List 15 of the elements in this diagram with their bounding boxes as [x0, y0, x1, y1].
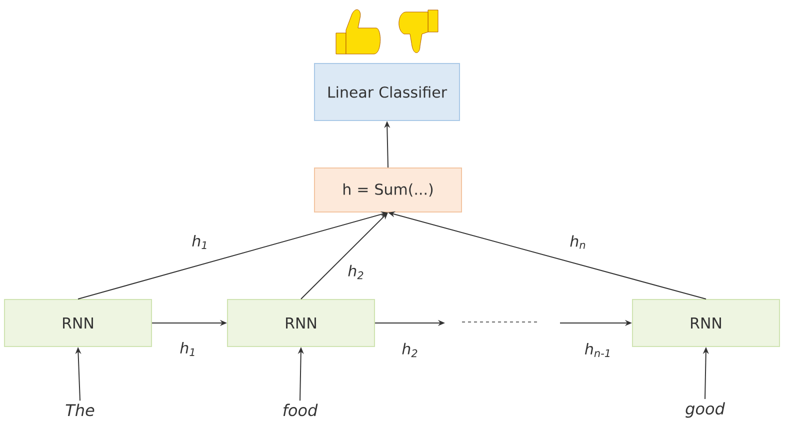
- edge-label: h$_{1}$: [180, 342, 194, 356]
- input-word: The: [66, 404, 94, 416]
- edge-label: h$_{n}$: [570, 235, 586, 249]
- rnn-box: RNN: [4, 299, 152, 347]
- classifier-box: Linear Classifier: [314, 63, 460, 121]
- rnn-box: RNN: [227, 299, 375, 347]
- edge-label: h$_{n-1}$: [584, 342, 610, 358]
- arrow: [300, 212, 388, 300]
- sum-box: h = Sum(...): [314, 168, 462, 212]
- edge-label: h$_{2}$: [348, 264, 364, 280]
- edge-label: h$_{1}$: [192, 234, 206, 250]
- rnn-box: RNN: [632, 299, 780, 347]
- edge-label: h$_{2}$: [402, 342, 418, 358]
- input-word: good: [686, 402, 726, 418]
- input-word: food: [283, 404, 318, 416]
